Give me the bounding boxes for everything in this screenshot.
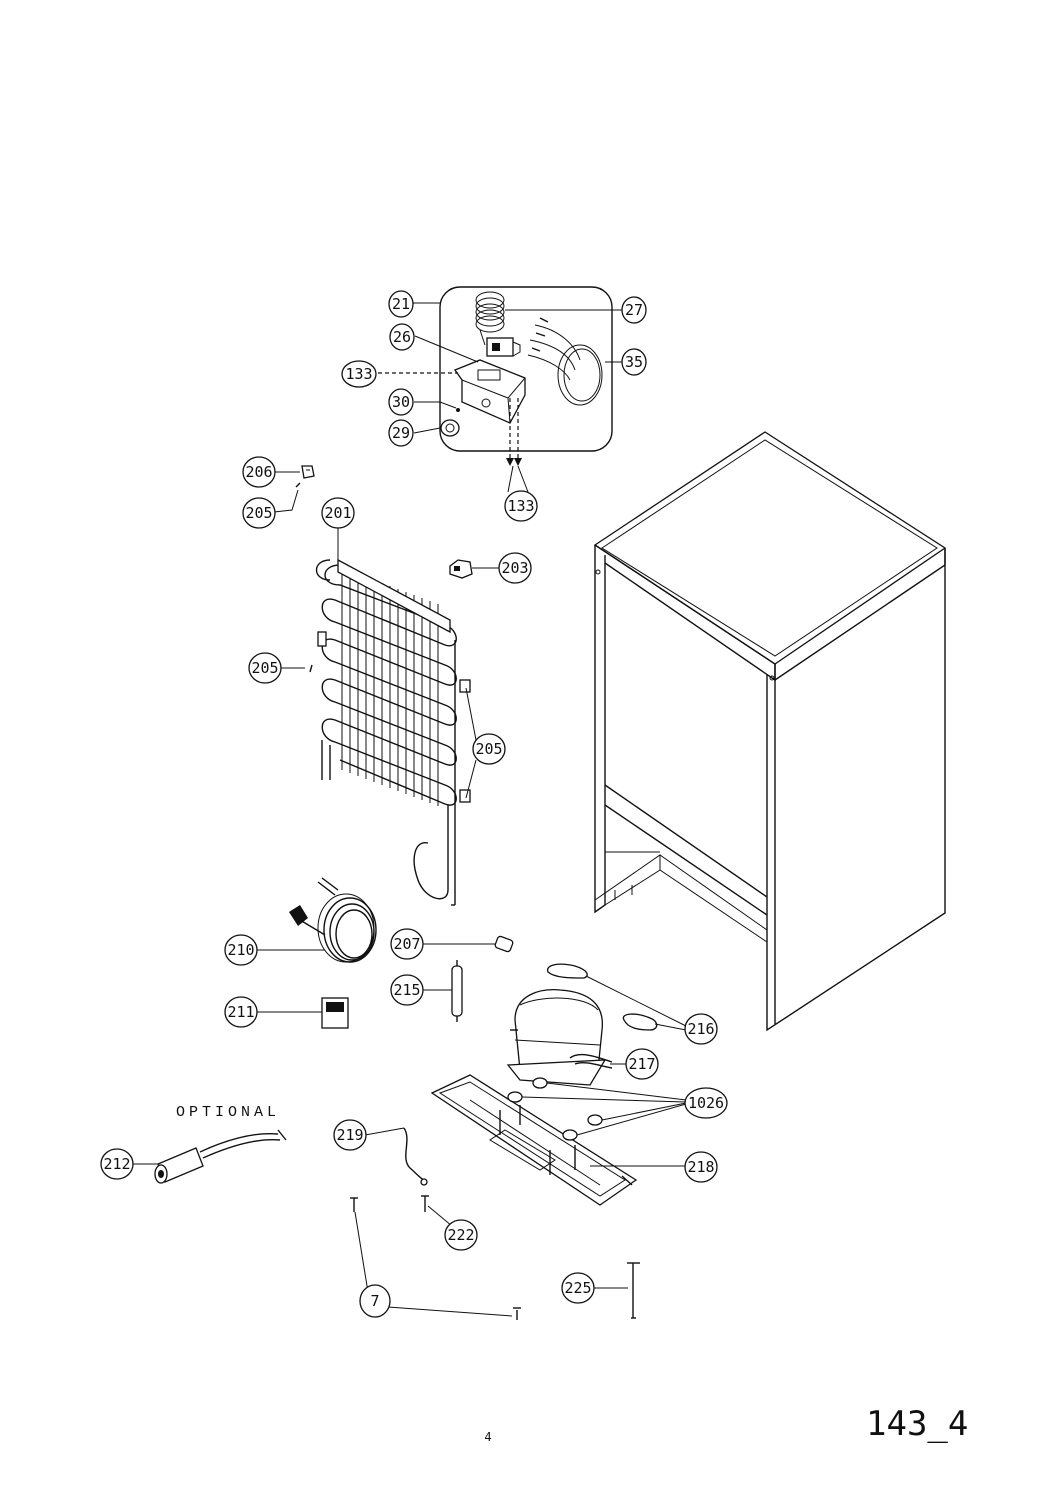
callout-21: 21 bbox=[388, 290, 414, 318]
callout-205-left: 205 bbox=[248, 652, 282, 684]
callout-225: 225 bbox=[561, 1272, 595, 1304]
page-number: 4 bbox=[484, 1430, 491, 1444]
callout-212: 212 bbox=[100, 1148, 134, 1180]
capacitor-part bbox=[132, 1129, 287, 1184]
condenser-part bbox=[315, 558, 471, 906]
svg-text:212: 212 bbox=[103, 1155, 130, 1173]
capillary-coil-part bbox=[475, 291, 505, 346]
callout-222: 222 bbox=[444, 1219, 478, 1251]
svg-text:35: 35 bbox=[625, 353, 643, 371]
svg-text:210: 210 bbox=[227, 941, 254, 959]
callout-211: 211 bbox=[224, 996, 258, 1028]
svg-text:1026: 1026 bbox=[688, 1094, 724, 1112]
cabinet-part bbox=[593, 431, 947, 1032]
callout-203: 203 bbox=[498, 552, 532, 584]
callout-206: 206 bbox=[242, 456, 276, 488]
callout-205-top: 205 bbox=[242, 497, 276, 529]
callout-35: 35 bbox=[621, 348, 647, 376]
screw-part bbox=[373, 368, 522, 466]
svg-text:29: 29 bbox=[392, 424, 410, 442]
svg-text:205: 205 bbox=[251, 659, 278, 677]
callout-201: 201 bbox=[321, 497, 355, 529]
callout-215: 215 bbox=[390, 974, 424, 1006]
svg-text:30: 30 bbox=[392, 393, 410, 411]
svg-text:218: 218 bbox=[687, 1158, 714, 1176]
power-cable-part bbox=[256, 877, 377, 963]
svg-text:225: 225 bbox=[564, 1279, 591, 1297]
callout-205-right: 205 bbox=[472, 733, 506, 765]
svg-text:215: 215 bbox=[393, 981, 420, 999]
thermostat-group-frame bbox=[439, 286, 613, 452]
svg-text:21: 21 bbox=[392, 295, 410, 313]
callout-219: 219 bbox=[333, 1119, 367, 1151]
svg-text:219: 219 bbox=[336, 1126, 363, 1144]
base-plate-part bbox=[430, 1074, 686, 1206]
callout-210: 210 bbox=[224, 934, 258, 966]
callout-29: 29 bbox=[388, 419, 414, 447]
clamp-part bbox=[546, 963, 687, 1031]
callout-27: 27 bbox=[621, 296, 647, 324]
svg-text:217: 217 bbox=[628, 1055, 655, 1073]
callout-216: 216 bbox=[684, 1013, 718, 1045]
callout-207: 207 bbox=[390, 928, 424, 960]
callout-7: 7 bbox=[359, 1284, 391, 1318]
svg-text:133: 133 bbox=[507, 497, 534, 515]
callout-133-bottom: 133 bbox=[504, 490, 538, 522]
condenser-group bbox=[280, 528, 477, 906]
callout-218: 218 bbox=[684, 1151, 718, 1183]
knob-part bbox=[440, 408, 460, 437]
wiring-harness-part bbox=[527, 317, 603, 406]
callout-217: 217 bbox=[625, 1048, 659, 1080]
svg-text:7: 7 bbox=[370, 1292, 379, 1310]
callout-26: 26 bbox=[389, 323, 415, 351]
grommet-part bbox=[423, 935, 514, 953]
drier-part bbox=[423, 960, 463, 1022]
terminal-box-part bbox=[256, 997, 349, 1029]
thermostat-bracket-part bbox=[453, 359, 526, 424]
earth-screw-part bbox=[421, 1195, 453, 1227]
drawing-code: 143_4 bbox=[866, 1404, 968, 1444]
svg-text:201: 201 bbox=[324, 504, 351, 522]
callout-133-left: 133 bbox=[341, 360, 377, 388]
thermostat-group bbox=[373, 286, 622, 493]
spacer-part bbox=[592, 1262, 640, 1319]
svg-text:222: 222 bbox=[447, 1226, 474, 1244]
callout-30: 30 bbox=[388, 388, 414, 416]
base-screw-part bbox=[350, 1197, 521, 1320]
relay-part bbox=[449, 559, 500, 579]
svg-text:133: 133 bbox=[345, 365, 372, 383]
svg-text:203: 203 bbox=[501, 559, 528, 577]
svg-text:205: 205 bbox=[245, 504, 272, 522]
svg-text:207: 207 bbox=[393, 935, 420, 953]
callout-1026: 1026 bbox=[684, 1087, 728, 1119]
clip-part bbox=[273, 465, 315, 513]
svg-text:211: 211 bbox=[227, 1003, 254, 1021]
svg-text:216: 216 bbox=[687, 1020, 714, 1038]
thermostat-part bbox=[486, 337, 521, 357]
svg-text:205: 205 bbox=[475, 740, 502, 758]
svg-text:27: 27 bbox=[625, 301, 643, 319]
optional-note: OPTIONAL bbox=[176, 1104, 280, 1121]
svg-text:206: 206 bbox=[245, 463, 272, 481]
earth-wire-part bbox=[364, 1127, 428, 1186]
svg-text:26: 26 bbox=[393, 328, 411, 346]
compressor-part bbox=[506, 989, 613, 1086]
